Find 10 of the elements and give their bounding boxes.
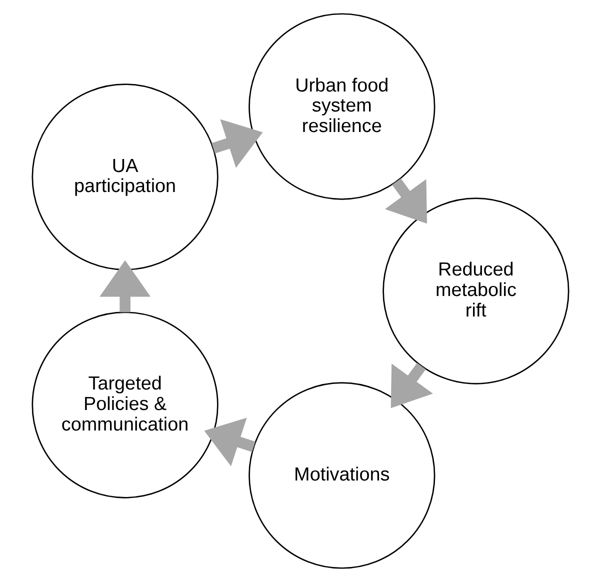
arrow xyxy=(211,119,262,168)
node-circle: UA participation xyxy=(31,84,218,270)
arrow xyxy=(384,178,427,224)
node-circle: Reduced metabolic rift xyxy=(382,198,569,384)
node-circle: Motivations xyxy=(248,382,435,569)
node-circle: Targeted Policies & communication xyxy=(31,312,218,498)
arrow xyxy=(390,362,432,408)
arrow xyxy=(99,260,150,312)
node-circle: Urban food system resilience xyxy=(248,13,435,200)
arrow xyxy=(204,418,255,466)
